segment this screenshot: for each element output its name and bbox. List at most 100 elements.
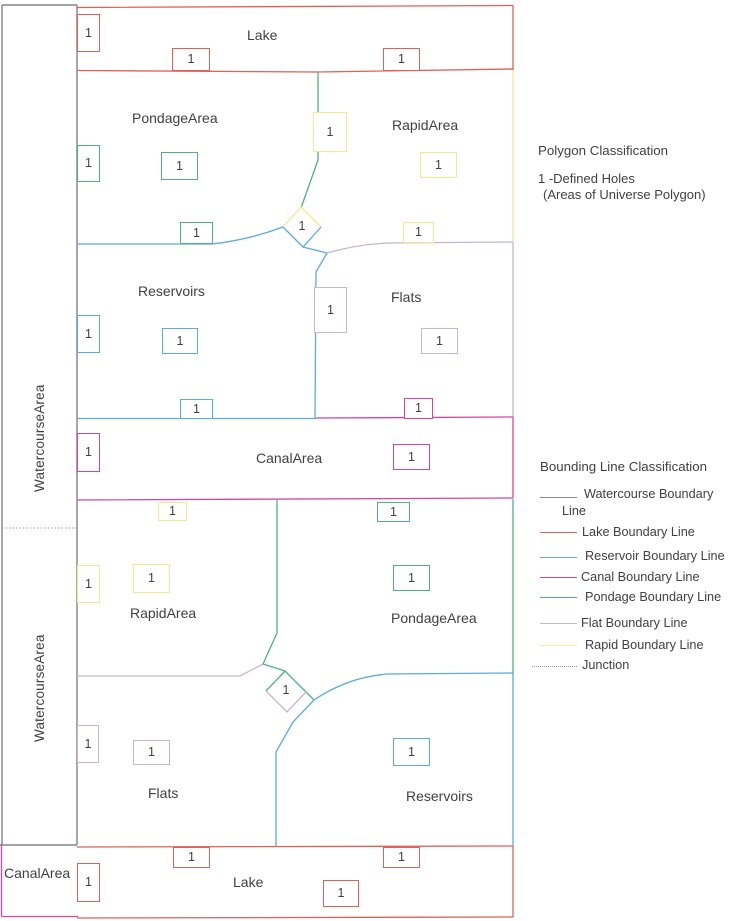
legend-label-rapid: Rapid Boundary Line <box>585 638 704 652</box>
reservoir-legend-swatch <box>540 557 577 558</box>
junction-diamond-lower-thistle-edge <box>265 690 307 713</box>
hole-value: 1 <box>415 225 422 240</box>
legend-label-pondage: Pondage Boundary Line <box>585 590 722 604</box>
pondage-boundary-line-lower <box>262 499 514 701</box>
hole-value: 1 <box>415 401 422 416</box>
hole-marker: 1 <box>172 48 210 71</box>
hole-value: 1 <box>85 576 92 591</box>
pondage-legend-swatch <box>540 597 577 598</box>
area-label-pondage-lower: PondageArea <box>391 610 477 626</box>
area-label-reservoirs-lower: Reservoirs <box>406 788 473 804</box>
lake-legend-swatch <box>540 532 577 533</box>
hole-value: 1 <box>193 401 200 416</box>
legend-label-watercourse: Watercourse Boundary <box>584 487 714 501</box>
hole-marker: 1 <box>377 502 410 522</box>
hole-marker: 1 <box>403 222 434 243</box>
hole-value: 1 <box>187 52 195 67</box>
hole-marker: 1 <box>393 565 430 591</box>
junction-diamond-lower-green-edge <box>265 670 307 693</box>
lake-boundary-line <box>76 4 514 73</box>
hole-value: 1 <box>148 571 155 586</box>
junction-node-lower-label: 1 <box>282 683 290 697</box>
defined-holes-line2: (Areas of Universe Polygon) <box>543 187 706 202</box>
hole-marker: 1 <box>77 14 100 52</box>
watercourse-legend-swatch <box>540 497 577 498</box>
hole-value: 1 <box>85 25 92 40</box>
hole-marker: 1 <box>77 863 100 902</box>
area-label-rapid-lower: RapidArea <box>130 605 197 621</box>
area-label-rapid-upper: RapidArea <box>392 117 459 133</box>
hole-marker: 1 <box>77 433 100 472</box>
legend-label-lake: Lake Boundary Line <box>582 525 695 539</box>
hole-marker: 1 <box>404 398 433 419</box>
hole-marker: 1 <box>393 738 430 766</box>
hole-value: 1 <box>84 736 92 751</box>
watercourse-boundary-line <box>0 4 78 846</box>
hole-value: 1 <box>408 449 415 464</box>
area-label-canal-bottom: CanalArea <box>4 865 71 881</box>
hole-marker: 1 <box>383 847 420 868</box>
rapid-legend-swatch <box>540 645 577 646</box>
hole-marker: 1 <box>77 565 100 603</box>
area-label-canal-upper: CanalArea <box>256 450 323 466</box>
legend-label-watercourse-line2: Line <box>562 504 586 518</box>
hole-marker: 1 <box>323 880 359 907</box>
junction-diamond-upper-blue-edge <box>282 226 322 248</box>
hole-marker: 1 <box>180 399 213 419</box>
area-label-reservoirs-upper: Reservoirs <box>138 283 205 299</box>
junction-diamond-upper-yellow-edge <box>282 206 322 228</box>
canal-legend-swatch <box>540 577 577 578</box>
legend-label-reservoir: Reservoir Boundary Line <box>585 549 725 563</box>
junction-node-upper-label: 1 <box>298 219 306 233</box>
hole-value: 1 <box>169 504 176 519</box>
hole-value: 1 <box>390 504 397 519</box>
hole-value: 1 <box>398 850 405 865</box>
hole-marker: 1 <box>421 328 458 354</box>
flat-boundary-line-lower <box>77 663 264 677</box>
hole-value: 1 <box>436 333 443 348</box>
hole-marker: 1 <box>383 48 420 71</box>
hole-value: 1 <box>408 744 415 759</box>
area-label-pondage-upper: PondageArea <box>132 110 218 126</box>
hole-marker: 1 <box>420 152 457 178</box>
area-label-flats-lower: Flats <box>148 785 179 801</box>
hole-marker: 1 <box>313 112 347 152</box>
hole-value: 1 <box>435 157 442 172</box>
hole-marker: 1 <box>77 145 100 182</box>
hole-marker: 1 <box>173 847 210 868</box>
hole-marker: 1 <box>133 740 170 765</box>
polygon-classification-title: Polygon Classification <box>538 143 669 158</box>
legend-label-flat: Flat Boundary Line <box>581 616 688 630</box>
flat-legend-swatch <box>540 623 577 624</box>
area-label-watercourse-upper: WatercourseArea <box>32 384 47 492</box>
hole-value: 1 <box>326 124 334 139</box>
hole-value: 1 <box>327 302 334 317</box>
hole-marker: 1 <box>133 564 170 593</box>
hole-value: 1 <box>85 326 92 341</box>
hole-marker: 1 <box>314 287 347 333</box>
hole-marker: 1 <box>180 222 213 244</box>
reservoir-boundary-line-lower <box>275 672 514 846</box>
area-label-flats-upper: Flats <box>391 289 422 305</box>
hole-value: 1 <box>398 52 405 67</box>
lake-boundary-line-bottom <box>76 845 514 919</box>
area-label-watercourse-lower: WatercourseArea <box>32 634 47 742</box>
junction-legend-swatch <box>532 666 577 667</box>
hole-value: 1 <box>148 745 155 760</box>
hole-value: 1 <box>408 570 415 585</box>
hole-value: 1 <box>188 850 195 865</box>
hole-marker: 1 <box>77 725 99 763</box>
flat-boundary-line <box>326 241 514 417</box>
area-label-lake-bottom: Lake <box>233 874 264 890</box>
reservoir-boundary-line <box>77 226 328 420</box>
legend-label-junction: Junction <box>582 658 630 672</box>
legend-label-canal: Canal Boundary Line <box>581 570 700 584</box>
hole-value: 1 <box>85 445 92 460</box>
hole-marker: 1 <box>162 328 198 354</box>
hole-value: 1 <box>85 156 92 171</box>
hole-value: 1 <box>176 158 183 173</box>
hole-marker: 1 <box>77 315 100 353</box>
pondage-boundary-line <box>300 72 319 209</box>
